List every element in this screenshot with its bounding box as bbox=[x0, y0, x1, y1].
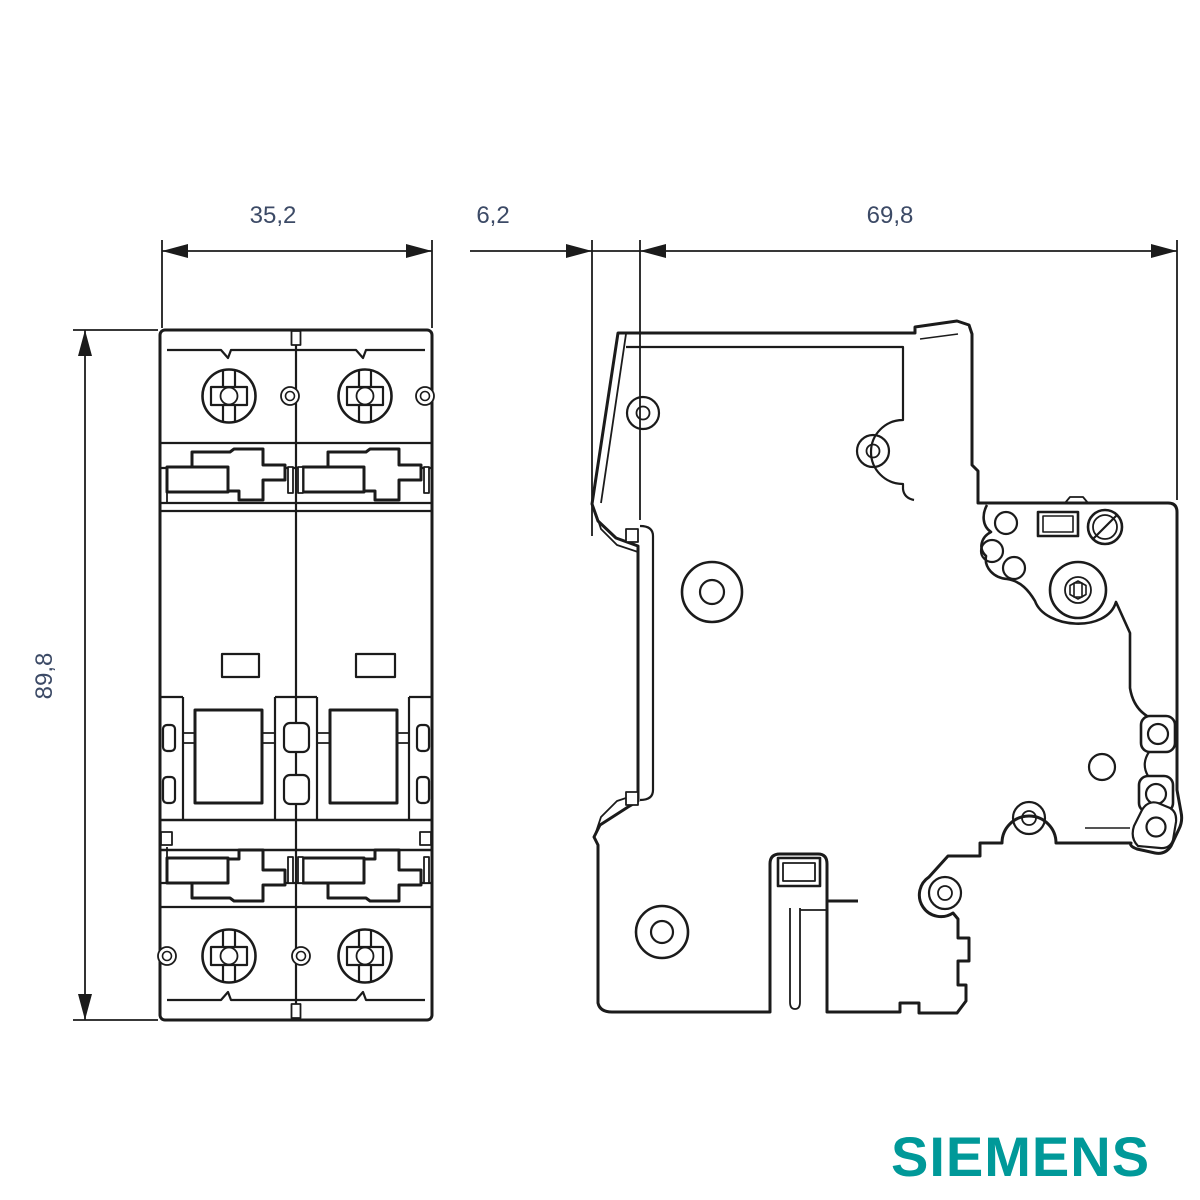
dim-label-depth: 69,8 bbox=[867, 202, 914, 229]
dim-label-front-width: 35,2 bbox=[250, 202, 297, 229]
top-cap-line bbox=[167, 348, 425, 360]
lower-terminal-block bbox=[160, 847, 432, 909]
slotted-screw-icon bbox=[1086, 508, 1124, 546]
dim-label-rail-offset: 6,2 bbox=[476, 202, 509, 229]
rating-window-left bbox=[220, 652, 261, 679]
dim-rail-offset: 6,2 bbox=[470, 202, 641, 536]
pocket-contour bbox=[980, 504, 1148, 718]
front-view-outline bbox=[158, 328, 434, 1022]
inner-wall-line bbox=[626, 345, 915, 502]
top-center-tab bbox=[290, 330, 302, 346]
rivet-top-left bbox=[625, 395, 661, 431]
upper-terminal-block bbox=[160, 441, 432, 513]
hex-nut-boss bbox=[1048, 560, 1108, 620]
rivet-center bbox=[680, 560, 744, 624]
terminal-tabs bbox=[1131, 714, 1178, 850]
wiring-post bbox=[776, 856, 858, 1010]
ledge-boss bbox=[1011, 752, 1130, 836]
din-rail-groove bbox=[639, 524, 655, 802]
siemens-logo: SIEMENS bbox=[891, 1125, 1151, 1188]
lip-inner-line bbox=[919, 333, 959, 340]
ledge-notch bbox=[1064, 496, 1089, 504]
lower-clamp-cage bbox=[160, 695, 432, 820]
front-view bbox=[157, 328, 435, 1022]
bottom-cap-line bbox=[167, 990, 425, 1002]
rivet-wall-boss bbox=[855, 433, 891, 469]
dim-label-height: 89,8 bbox=[31, 653, 58, 700]
rating-window-right bbox=[354, 652, 397, 679]
pocket-holes bbox=[979, 510, 1027, 581]
dim-front-width: 35,2 bbox=[161, 202, 433, 328]
dim-depth: 69,8 bbox=[592, 202, 1178, 500]
din-rail-clip bbox=[595, 333, 655, 833]
connector-window bbox=[1036, 510, 1080, 538]
corner-boss bbox=[927, 875, 963, 911]
bottom-center-tab bbox=[290, 1003, 302, 1019]
side-view bbox=[590, 319, 1184, 1015]
side-view-outline bbox=[590, 319, 1184, 1015]
rivet-bottom-left bbox=[634, 904, 690, 960]
dim-height: 89,8 bbox=[31, 329, 158, 1021]
